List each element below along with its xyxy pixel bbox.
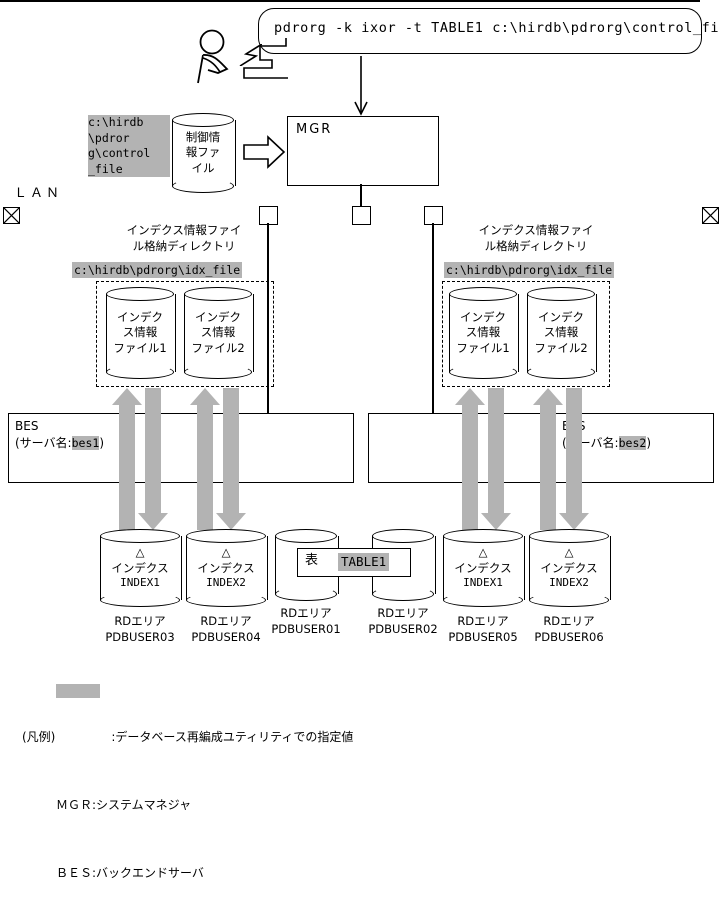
right-index-file-2-label: インデク ス情報 ファイル2 xyxy=(534,309,588,355)
control-file-cylinder: 制御情 報ファ イル xyxy=(172,113,236,193)
rd-cylinder-index2-right-label: △ インデクス INDEX2 xyxy=(540,545,598,590)
bes1-server-prefix: (サーバ名: xyxy=(15,436,72,451)
legend: (凡例) :データベース再編成ユティリティでの指定値 ＭＧＲ:システムマネジャ Ｂ… xyxy=(22,680,353,908)
rd-cylinder-index2-left: △ インデクス INDEX2 xyxy=(186,529,268,607)
right-index-file-2: インデク ス情報 ファイル2 xyxy=(527,287,597,379)
legend-mgr-line: ＭＧＲ:システムマネジャ xyxy=(56,797,192,812)
right-dir-title: インデクス情報ファイ ル格納ディレクトリ xyxy=(478,223,594,254)
index-mark-icon: △ xyxy=(135,545,145,560)
left-dir-path: c:\hirdb\pdrorg\idx_file xyxy=(72,262,243,278)
left-index-file-1-label: インデク ス情報 ファイル1 xyxy=(113,309,167,355)
rd-cylinder-index1-right: △ インデクス INDEX1 xyxy=(443,529,525,607)
right-dir-path: c:\hirdb\pdrorg\idx_file xyxy=(444,262,615,278)
left-dir-dashed-box xyxy=(96,281,274,387)
table-box-label: 表 xyxy=(305,553,319,568)
bes1-label: BES (サーバ名:bes1) xyxy=(15,418,104,453)
command-to-mgr-arrow xyxy=(354,56,368,116)
rd-area-label-01: RDエリア PDBUSER01 xyxy=(271,606,341,636)
lan-terminator-left xyxy=(3,207,20,224)
control-file-path-label: c:\hirdb \pdror g\control _file xyxy=(88,115,170,178)
flow-arrow-icon xyxy=(243,135,286,169)
right-index-file-1: インデク ス情報 ファイル1 xyxy=(449,287,519,379)
rd-area-label-02: RDエリア PDBUSER02 xyxy=(368,606,438,636)
right-dir-dashed-box xyxy=(442,281,610,387)
rd-cylinder-index2-right: △ インデクス INDEX2 xyxy=(529,529,611,607)
rd-cylinder-index1-left-label: △ インデクス INDEX1 xyxy=(111,545,169,590)
speech-bubble-tail xyxy=(239,44,262,66)
mgr-to-lan-line xyxy=(360,184,362,215)
user-person-icon xyxy=(197,29,229,84)
lan-line xyxy=(0,0,700,2)
bes2-server-suffix: ) xyxy=(646,436,651,451)
legend-title: (凡例) xyxy=(22,729,56,744)
rd-cylinder-index1-left: △ インデクス INDEX1 xyxy=(100,529,182,607)
bes1-box xyxy=(8,413,354,483)
index-mark-icon: △ xyxy=(478,545,488,560)
mgr-box xyxy=(287,116,439,186)
left-index-file-2: インデク ス情報 ファイル2 xyxy=(184,287,254,379)
table-name-value: TABLE1 xyxy=(338,553,390,571)
bes1-server-suffix: ) xyxy=(99,436,104,451)
lan-node-mgr xyxy=(352,206,371,225)
rd-area-label-05: RDエリア PDBUSER05 xyxy=(448,614,518,644)
index-mark-icon: △ xyxy=(564,545,574,560)
lan-to-bes2-line xyxy=(432,223,434,413)
mgr-label: MGR xyxy=(296,122,333,137)
legend-bes-line: ＢＥＳ:バックエンドサーバ xyxy=(56,866,204,881)
left-dir-title: インデクス情報ファイ ル格納ディレクトリ xyxy=(126,223,242,254)
legend-swatch xyxy=(56,684,100,698)
rd-area-label-03: RDエリア PDBUSER03 xyxy=(105,614,175,644)
rd-cylinder-index1-right-label: △ インデクス INDEX1 xyxy=(454,545,512,590)
rd-area-label-04: RDエリア PDBUSER04 xyxy=(191,614,261,644)
left-index-file-2-label: インデク ス情報 ファイル2 xyxy=(191,309,245,355)
index-mark-icon: △ xyxy=(221,545,231,560)
rd-area-label-06: RDエリア PDBUSER06 xyxy=(534,614,604,644)
legend-swatch-text: :データベース再編成ユティリティでの指定値 xyxy=(111,729,354,744)
bes1-server-value: bes1 xyxy=(71,436,100,451)
bes2-server-value: bes2 xyxy=(618,436,647,451)
left-index-file-1: インデク ス情報 ファイル1 xyxy=(106,287,176,379)
lan-label: ＬＡＮ xyxy=(14,186,63,201)
lan-terminator-right xyxy=(702,207,719,224)
rd-cylinder-index2-left-label: △ インデクス INDEX2 xyxy=(197,545,255,590)
command-speech-bubble xyxy=(258,8,702,54)
command-text: pdrorg -k ixor -t TABLE1 c:\hirdb\pdrorg… xyxy=(274,20,720,36)
bes1-name: BES xyxy=(15,419,39,433)
desk-shape xyxy=(243,38,288,79)
right-index-file-1-label: インデク ス情報 ファイル1 xyxy=(456,309,510,355)
control-file-cylinder-label: 制御情 報ファ イル xyxy=(185,129,221,175)
lan-to-bes1-line xyxy=(267,223,269,413)
